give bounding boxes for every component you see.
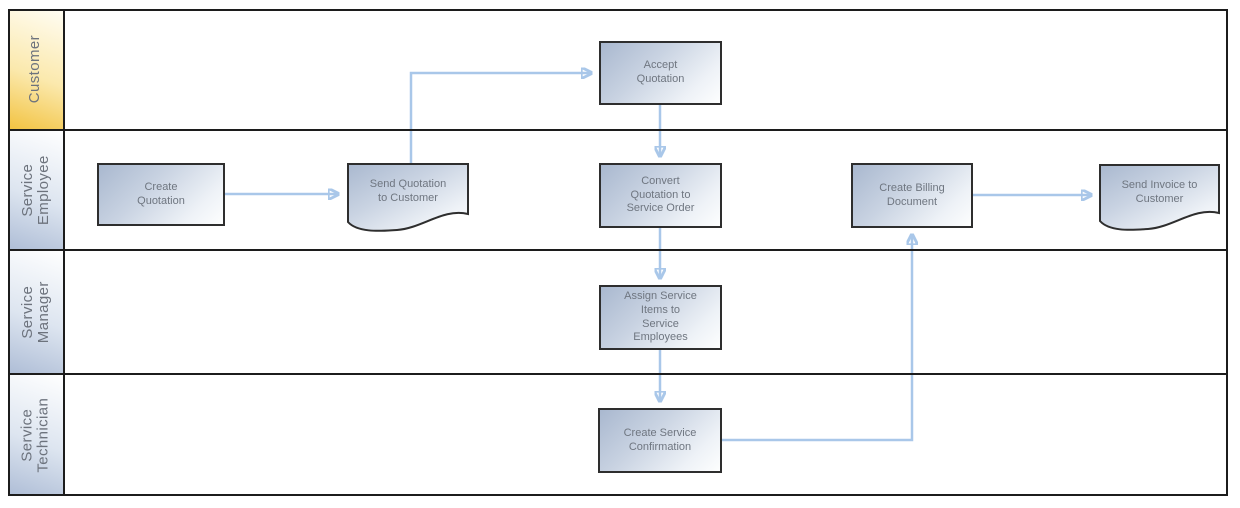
- node-create-quotation: Create Quotation: [97, 163, 225, 226]
- lane-divider: [8, 129, 1228, 131]
- node-convert-quotation-to-service-order: Convert Quotation to Service Order: [599, 163, 722, 228]
- node-send-quotation-to-customer: Send Quotation to Customer: [347, 163, 469, 237]
- lane-label: Customer: [26, 35, 44, 104]
- node-label: Assign Service Items to Service Employee…: [624, 290, 697, 344]
- lane-divider: [8, 373, 1228, 375]
- lane-label: Service Manager: [18, 280, 52, 344]
- edge-send-quotation-to-accept-quotation: [409, 73, 591, 163]
- node-label: Convert Quotation to Service Order: [626, 174, 695, 215]
- node-label: Accept Quotation: [636, 59, 685, 85]
- node-assign-service-items: Assign Service Items to Service Employee…: [599, 285, 722, 350]
- lane-label: Service Employee: [18, 155, 52, 225]
- node-label: Create Billing Document: [879, 181, 945, 208]
- lane-label: Service Technician: [18, 397, 52, 473]
- node-label: Create Service Confirmation: [623, 426, 697, 453]
- node-accept-quotation: Accept Quotation: [599, 41, 722, 105]
- node-create-service-confirmation: Create Service Confirmation: [598, 408, 722, 473]
- node-label: Send Invoice to Customer: [1121, 179, 1198, 205]
- lane-header-service-employee: Service Employee: [8, 130, 63, 250]
- document-shape: [347, 163, 469, 232]
- document-shape: [1099, 164, 1220, 231]
- node-label: Create Quotation: [137, 180, 185, 207]
- lane-header-service-manager: Service Manager: [8, 250, 63, 374]
- edge-create-confirmation-to-create-billing: [722, 235, 912, 442]
- node-create-billing-document: Create Billing Document: [851, 163, 973, 228]
- node-label: Send Quotation to Customer: [369, 178, 447, 204]
- lane-divider: [8, 249, 1228, 251]
- lane-header-customer: Customer: [8, 9, 63, 130]
- lane-header-service-technician: Service Technician: [8, 374, 63, 496]
- node-send-invoice-to-customer: Send Invoice to Customer: [1099, 164, 1220, 236]
- header-column-separator: [63, 9, 65, 496]
